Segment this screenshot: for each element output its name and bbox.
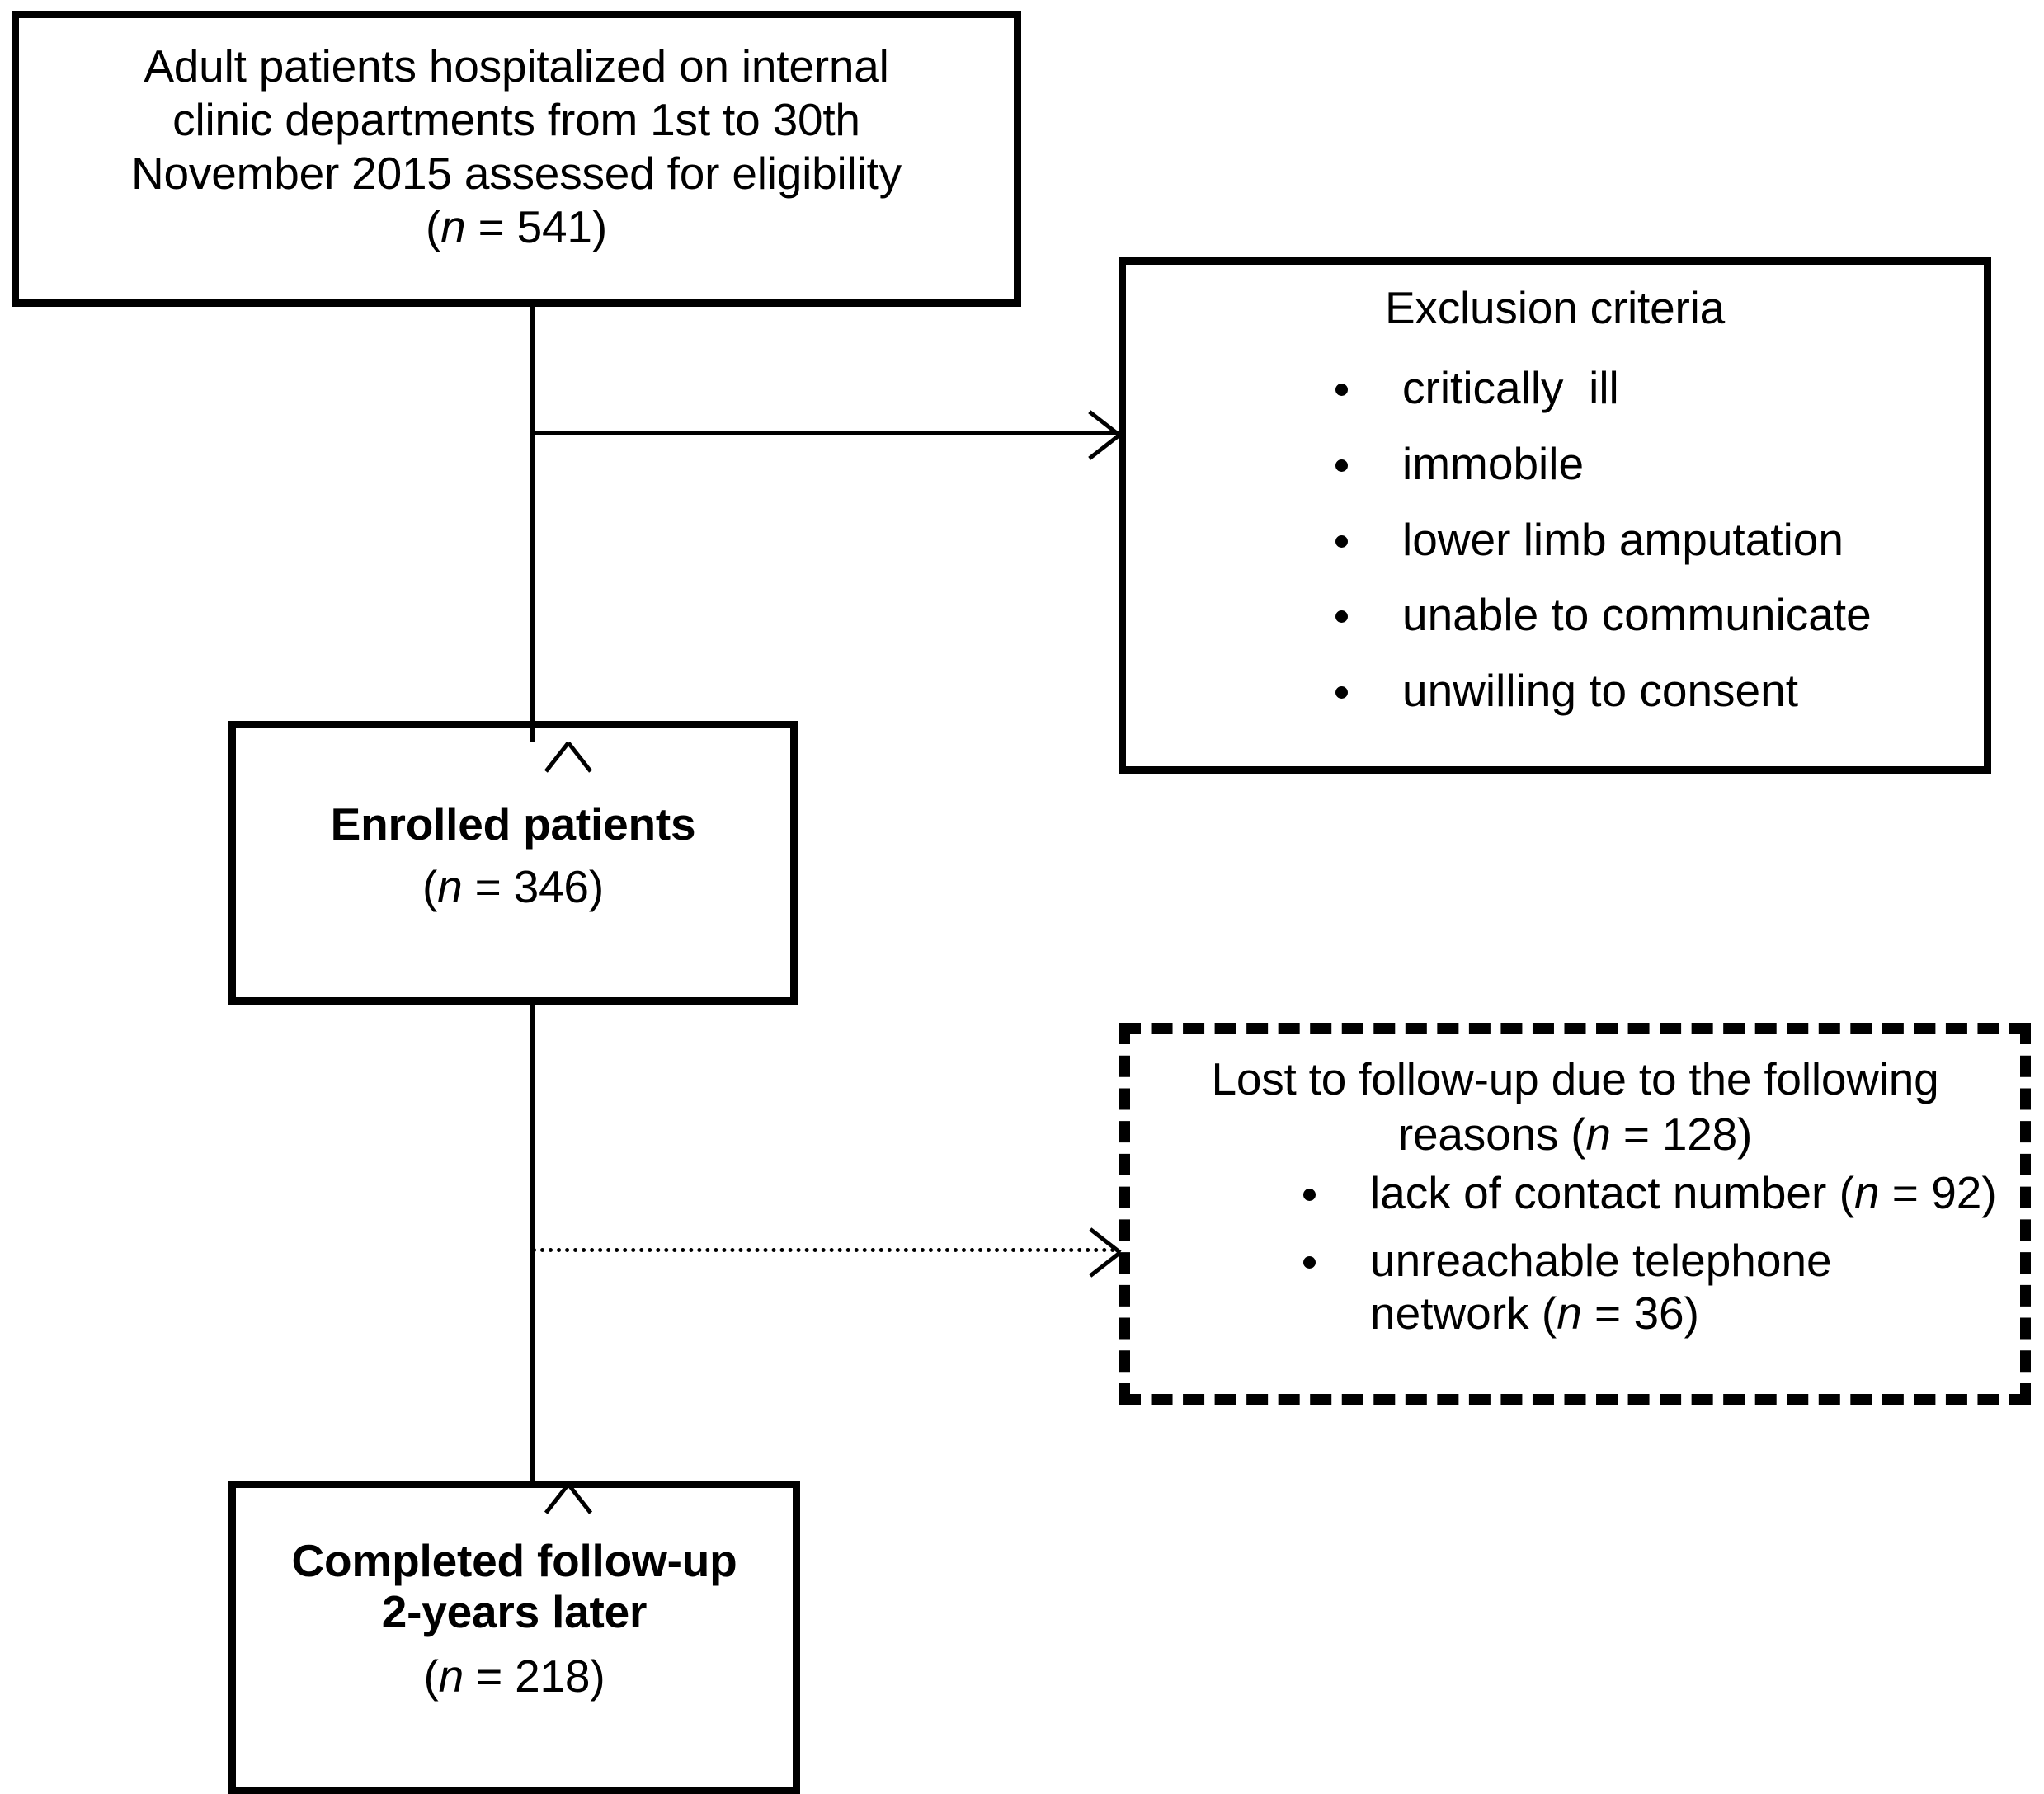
lost-item-label: unreachable telephone network (: [1370, 1234, 1832, 1339]
completed-count: (n = 218): [236, 1650, 793, 1703]
paren-close: ): [588, 861, 604, 912]
box-enrolled-patients: Enrolled patients (n = 346): [228, 721, 798, 1005]
exclusion-criteria-list: critically ill immobile lower limb amput…: [1324, 362, 1967, 741]
list-item: critically ill: [1324, 362, 1967, 415]
eligibility-line-3: November 2015 assessed for eligibility: [131, 147, 902, 199]
eligibility-line-2: clinic departments from 1st to 30th: [172, 93, 860, 145]
paren-open: (: [426, 200, 441, 252]
lost-item-count-value: 92: [1931, 1167, 1982, 1218]
list-item: unwilling to consent: [1324, 665, 1967, 718]
paren-open: (: [423, 1650, 439, 1702]
equals-sign: =: [465, 200, 517, 252]
paren-close: ): [591, 200, 607, 252]
paren-close: ): [1737, 1109, 1753, 1161]
n-symbol: n: [437, 861, 463, 912]
paren-close: ): [1684, 1287, 1699, 1339]
eligibility-line-1: Adult patients hospitalized on internal: [144, 40, 889, 92]
paren-close: ): [590, 1650, 605, 1702]
completed-title-line-1: Completed follow-up: [291, 1535, 737, 1586]
list-item: immobile: [1324, 438, 1967, 491]
lost-item-count-value: 36: [1633, 1287, 1684, 1339]
exclusion-item-label: lower limb amputation: [1402, 513, 1844, 565]
exclusion-item-label: immobile: [1402, 437, 1585, 489]
lost-title-line-1: Lost to follow-up due to the following: [1211, 1053, 1939, 1104]
exclusion-title: Exclusion criteria: [1384, 282, 1726, 333]
paren-close: ): [1981, 1167, 1997, 1218]
enrolled-count-value: 346: [513, 861, 589, 912]
enrolled-count: (n = 346): [236, 860, 790, 914]
n-symbol: n: [1557, 1287, 1582, 1339]
equals-sign: =: [462, 861, 514, 912]
n-symbol: n: [1853, 1167, 1880, 1218]
box-completed-followup: Completed follow-up 2-years later (n = 2…: [228, 1481, 800, 1794]
lost-reasons-label: reasons (: [1397, 1109, 1586, 1161]
box-exclusion-criteria: Exclusion criteria critically ill immobi…: [1119, 257, 1991, 774]
list-item: unable to communicate: [1324, 589, 1967, 642]
connector-enrolled-to-completed-line: [530, 1005, 535, 1485]
lost-reasons-list: lack of contact number (n = 92) unreacha…: [1292, 1167, 2012, 1354]
eligibility-text: Adult patients hospitalized on internal …: [19, 40, 1014, 254]
exclusion-item-label: unable to communicate: [1402, 589, 1872, 641]
connector-to-exclusion-line: [532, 431, 1119, 435]
equals-sign: =: [464, 1650, 516, 1702]
exclusion-item-label: unwilling to consent: [1402, 665, 1799, 717]
equals-sign: =: [1581, 1287, 1634, 1339]
completed-count-value: 218: [515, 1650, 591, 1702]
paren-open: (: [422, 861, 438, 912]
lost-count-value: 128: [1661, 1109, 1737, 1161]
eligibility-count: (n = 541): [40, 200, 992, 254]
box-lost-to-followup: Lost to follow-up due to the following r…: [1119, 1023, 2031, 1405]
lost-title: Lost to follow-up due to the following r…: [1130, 1052, 2020, 1162]
list-item: lack of contact number (n = 92): [1292, 1167, 2012, 1220]
enrolled-title: Enrolled patients: [330, 798, 696, 850]
n-symbol: n: [440, 200, 466, 252]
list-item: lower limb amputation: [1324, 514, 1967, 567]
box-eligibility: Adult patients hospitalized on internal …: [12, 11, 1021, 307]
n-symbol: n: [1585, 1109, 1611, 1161]
exclusion-item-label: critically ill: [1402, 362, 1619, 413]
equals-sign: =: [1610, 1109, 1662, 1161]
connector-eligibility-to-enrolled-line: [530, 307, 535, 742]
n-symbol: n: [438, 1650, 464, 1702]
equals-sign: =: [1879, 1167, 1932, 1218]
lost-item-label: lack of contact number (: [1370, 1167, 1854, 1218]
completed-title-line-2: 2-years later: [381, 1586, 648, 1637]
eligibility-count-value: 541: [516, 200, 592, 252]
list-item: unreachable telephone network (n = 36): [1292, 1235, 2012, 1340]
connector-to-lost-dotted-line: [532, 1248, 1115, 1252]
lost-title-line-2: reasons (n = 128): [1163, 1107, 1987, 1162]
